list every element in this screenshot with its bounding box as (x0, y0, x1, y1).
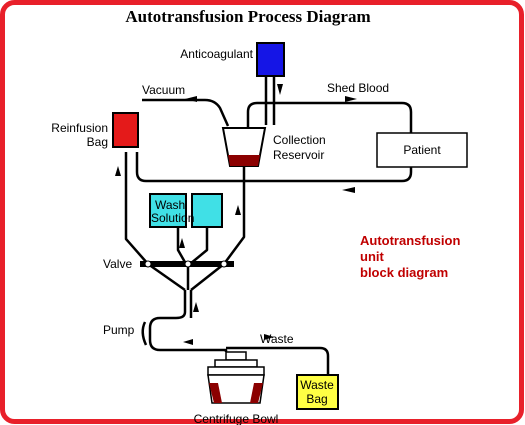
valve-port-3 (220, 260, 228, 268)
valve-label: Valve (103, 257, 132, 271)
centrifuge-bowl (207, 351, 265, 404)
waste-tube (226, 346, 330, 374)
caption-line2: unit (360, 249, 384, 264)
anticoagulant-bag (256, 42, 285, 77)
valve-port-2 (184, 260, 192, 268)
centrifuge-label: Centrifuge Bowl (194, 412, 279, 425)
arrow-reinfusion-up (115, 166, 121, 176)
pump-tube-a (148, 290, 228, 352)
arrow-pump (193, 302, 199, 312)
centrifuge-lid (214, 359, 258, 368)
valve-port-1 (144, 260, 152, 268)
arrow-pump-return (183, 339, 193, 345)
vacuum-tube (142, 98, 230, 127)
caption-line3: block diagram (360, 265, 448, 280)
patient-box (376, 132, 468, 168)
collection-label-line2: Reservoir (273, 148, 324, 162)
flow-arrows (115, 84, 357, 345)
arrow-shed-blood (345, 96, 357, 102)
reinfusion-bag (112, 112, 139, 148)
tubing (124, 77, 413, 374)
shed-blood-label: Shed Blood (327, 81, 389, 95)
wash-tube-a (176, 228, 188, 265)
centrifuge-blood-right (250, 383, 263, 403)
reservoir-outlet-tube (222, 166, 246, 265)
centrifuge-blood-left (209, 383, 222, 403)
waste-bag-label-line1: Waste (300, 378, 334, 392)
reinfusion-label-line1: Reinfusion (51, 121, 108, 135)
centrifuge-cap (225, 351, 247, 361)
wash-solution-bag-a (149, 193, 187, 228)
wash-label-line2: Solution (151, 211, 194, 225)
wash-solution-bag-b (191, 193, 223, 228)
wash-tube-b (189, 228, 209, 265)
reinfusion-return-tube (124, 152, 149, 265)
arrow-waste (264, 334, 274, 340)
reinfusion-label-line2: Bag (87, 135, 108, 149)
vacuum-label: Vacuum (142, 83, 185, 97)
reservoir-blood-level (228, 155, 260, 166)
centrifuge-rim (207, 366, 265, 376)
diagram-title: Autotransfusion Process Diagram (125, 7, 370, 26)
waste-label: Waste (260, 332, 294, 346)
valve-left-tube (147, 262, 186, 292)
arrow-anticoagulant (277, 84, 283, 95)
waste-bag (296, 374, 339, 410)
valve-right-tube (190, 263, 225, 291)
arrow-vacuum (185, 96, 197, 102)
caption-line1: Autotransfusion (360, 233, 460, 248)
waste-bag-label-line2: Bag (306, 392, 327, 406)
arrow-reservoir-down (235, 205, 241, 215)
arrow-return-bottom (342, 187, 355, 193)
anticoagulant-label: Anticoagulant (180, 47, 253, 61)
pump-label: Pump (103, 323, 135, 337)
collection-label-line1: Collection (273, 133, 326, 147)
centrifuge-body (207, 374, 265, 404)
wash-label-line1: Wash (155, 198, 185, 212)
pump-roller (141, 321, 148, 346)
arrow-wash-down (179, 238, 185, 248)
patient-label: Patient (403, 143, 441, 157)
